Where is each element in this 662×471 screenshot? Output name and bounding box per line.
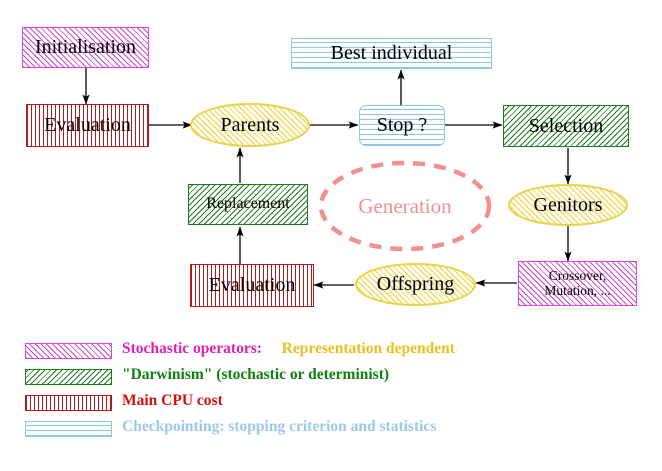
legend-row-checkpointing: Checkpointing: stopping criterion and st… [0,418,662,444]
legend-label-main-cpu-cost: Main CPU cost [122,392,223,409]
node-evaluation-top-label: Evaluation [44,114,131,136]
green-hatch-swatch [25,369,112,385]
node-crossover-mutation-label: Crossover, Mutation, ... [544,268,611,298]
node-genitors[interactable]: Genitors [508,184,628,226]
node-offspring[interactable]: Offspring [355,263,476,306]
legend-row-stochastic-operators: Stochastic operators: Representation dep… [0,340,662,366]
magenta-hatch-swatch [25,343,112,359]
node-generation-label: Generation [358,193,452,218]
legend-row-darwinism: "Darwinism" (stochastic or determinist) [0,366,662,392]
node-evaluation-bottom[interactable]: Evaluation [190,264,314,307]
legend-label-stochastic-operators: Stochastic operators: [122,340,262,357]
node-initialisation-label: Initialisation [34,36,137,58]
red-hatch-swatch [25,395,112,411]
node-stop-label: Stop ? [376,114,428,136]
node-parents[interactable]: Parents [190,103,310,147]
node-parents-label: Parents [220,113,280,136]
node-replacement-label: Replacement [206,195,290,213]
legend-label-representation-dependent: Representation dependent [281,340,455,357]
legend: Stochastic operators: Representation dep… [0,340,662,444]
node-evaluation-top[interactable]: Evaluation [26,104,149,147]
node-offspring-label: Offspring [376,273,455,295]
legend-label-checkpointing: Checkpointing: stopping criterion and st… [122,418,437,435]
node-replacement[interactable]: Replacement [188,184,308,225]
node-selection[interactable]: Selection [503,105,629,147]
node-best-individual-label: Best individual [330,42,453,64]
legend-label-darwinism: "Darwinism" (stochastic or determinist) [122,366,390,383]
generation-dashed-ellipse [318,160,492,252]
node-evaluation-bottom-label: Evaluation [208,274,296,296]
legend-text-stochastic-operators: Stochastic operators: Representation dep… [122,340,455,358]
legend-row-main-cpu-cost: Main CPU cost [0,392,662,418]
node-initialisation[interactable]: Initialisation [22,27,149,68]
blue-hatch-swatch [25,421,112,437]
node-generation: Generation [321,163,489,249]
node-stop[interactable]: Stop ? [359,105,445,146]
node-selection-label: Selection [528,114,604,137]
node-best-individual[interactable]: Best individual [291,38,492,69]
node-genitors-label: Genitors [533,193,603,216]
node-crossover-mutation[interactable]: Crossover, Mutation, ... [518,261,637,306]
